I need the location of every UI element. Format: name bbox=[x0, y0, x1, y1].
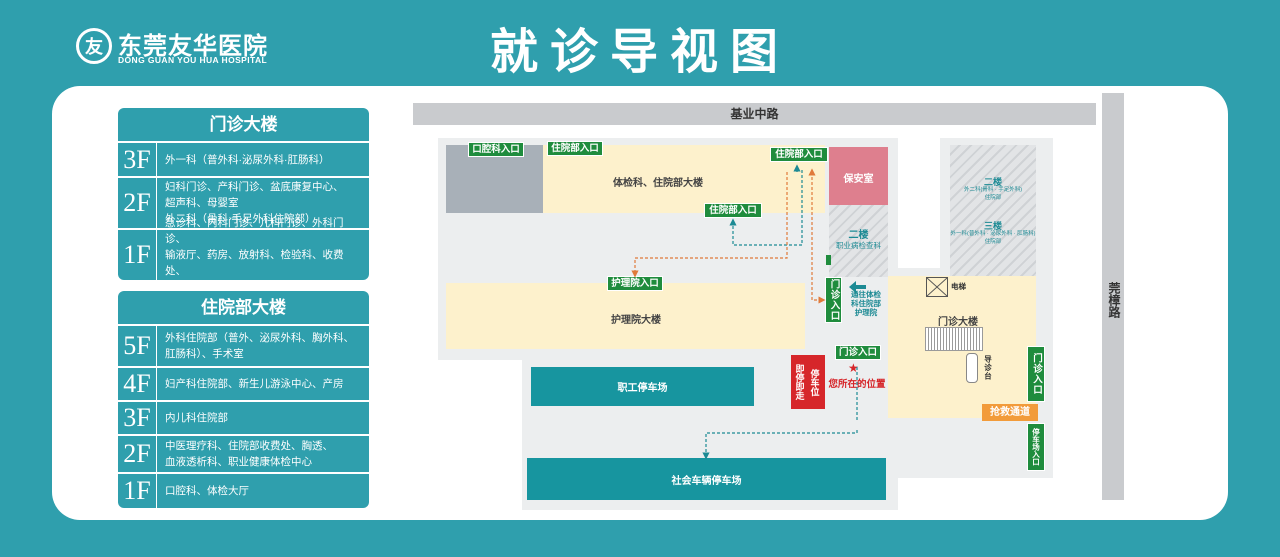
floor-number: 3F bbox=[118, 143, 157, 176]
nursing-home-building-label: 护理院大楼 bbox=[611, 315, 661, 326]
floor-desc-line: 外科住院部（普外、泌尿外科、胸外科、 bbox=[165, 332, 354, 344]
route-to-nursing bbox=[631, 172, 788, 278]
floor-number: 2F bbox=[118, 436, 157, 472]
elevator-label: 电梯 bbox=[951, 282, 966, 291]
floor-number: 2F bbox=[118, 178, 157, 228]
east-floor3-sub: 外一科(普外科 · 泌尿外科 · 肛肠科) bbox=[950, 231, 1036, 237]
inpatient-entrance-label: 住院部入口 bbox=[704, 203, 762, 218]
floor-desc-line: 妇科门诊、产科门诊、盆底康复中心、 bbox=[165, 181, 344, 193]
outpatient-building-label: 门诊大楼 bbox=[938, 317, 978, 328]
floor-number: 1F bbox=[118, 230, 157, 280]
security-room-label: 保安室 bbox=[843, 174, 874, 185]
floor-desc-line: 输液厅、药房、放射科、检验科、收费处、 bbox=[165, 249, 344, 277]
occupational-check-area bbox=[829, 205, 888, 277]
east-floor2-sub: 住院部 bbox=[984, 195, 1002, 201]
inpatient-entrance-label: 住院部入口 bbox=[770, 147, 828, 162]
quick-stop-parking bbox=[791, 355, 825, 409]
outpatient-east-entrance: 门诊入口 bbox=[1027, 346, 1045, 402]
floor-number: 4F bbox=[118, 368, 157, 400]
quick-stop-label: 即停即走 bbox=[794, 364, 805, 400]
occupational-floor-title: 二楼 bbox=[848, 230, 869, 241]
route-side bbox=[811, 272, 826, 304]
floor-desc-line: 外一科（普外科·泌尿外科·肛肠科） bbox=[165, 153, 330, 166]
hospital-name-en: DONG GUAN YOU HUA HOSPITAL bbox=[118, 55, 268, 65]
route-to-inpatient-blue bbox=[702, 430, 858, 460]
floor-number: 5F bbox=[118, 326, 157, 366]
route-to-building-blue bbox=[729, 170, 803, 246]
floor-desc-line: 中医理疗科、住院部收费处、胸透、 bbox=[165, 440, 333, 452]
outpatient-main-entrance: 门诊入口 bbox=[835, 345, 881, 360]
to-inpatient-note: 通往体检科住院部护理院 bbox=[851, 290, 881, 317]
inpatient-entrance-label: 住院部入口 bbox=[547, 141, 603, 156]
road-top-label: 基业中路 bbox=[730, 107, 779, 121]
guide-desk-label: 导诊台 bbox=[983, 355, 993, 381]
parking-entrance: 停车场入口 bbox=[1027, 423, 1045, 471]
page-title: 就诊导视图 bbox=[489, 26, 790, 79]
road-top bbox=[413, 103, 1096, 125]
floor-desc-line: 肛肠科）、手术室 bbox=[165, 348, 244, 360]
elevator-icon bbox=[926, 277, 948, 297]
directory-row: 4F 妇产科住院部、新生儿游泳中心、产房 bbox=[118, 368, 369, 400]
inpatient-directory-title: 住院部大楼 bbox=[118, 291, 369, 324]
hospital-name-cn: 东莞友华医院 bbox=[118, 33, 268, 60]
stairs-icon bbox=[925, 327, 983, 351]
arrow-left-icon bbox=[849, 281, 866, 293]
nursing-home-building bbox=[446, 283, 805, 349]
directory-row: 3F 内儿科住院部 bbox=[118, 402, 369, 434]
checkup-inpatient-building-label: 体检科、住院部大楼 bbox=[613, 178, 703, 189]
floor-desc-line: 急诊科、内科门诊、儿科门诊、外科门诊、 bbox=[165, 217, 344, 245]
directory-row: 2F 妇科门诊、产科门诊、盆底康复中心、 超声科、母婴室 外二科（骨科·手足外科… bbox=[118, 178, 369, 228]
east-floor2-title: 二楼 bbox=[983, 177, 1002, 187]
quick-stop-sub: 停车位 bbox=[809, 368, 820, 396]
directory-row: 2F 中医理疗科、住院部收费处、胸透、 血液透析科、职业健康体检中心 bbox=[118, 436, 369, 472]
you-are-here-icon: ★ bbox=[848, 361, 859, 375]
directory-row: 3F 外一科（普外科·泌尿外科·肛肠科） bbox=[118, 143, 369, 176]
road-right-label: 莞樟路 bbox=[1107, 282, 1121, 318]
east-floor2-sub: 外二科(骨科 · 手足外科) bbox=[963, 187, 1023, 193]
floor-desc-line: 超声科、母婴室 bbox=[165, 197, 239, 209]
public-parking: 社会车辆停车场 bbox=[527, 458, 886, 500]
emergency-passage: 抢救通道 bbox=[982, 404, 1038, 421]
occupational-floor-sub: 职业病检查科 bbox=[836, 241, 881, 250]
directory-row: 1F 急诊科、内科门诊、儿科门诊、外科门诊、 输液厅、药房、放射科、检验科、收费… bbox=[118, 217, 369, 293]
east-wing bbox=[950, 145, 1036, 276]
floor-number: 1F bbox=[118, 474, 157, 508]
east-floor3-title: 三楼 bbox=[983, 221, 1002, 231]
directory-row: 1F 口腔科、体检大厅 bbox=[118, 474, 369, 508]
directory-row: 5F 外科住院部（普外、泌尿外科、胸外科、 肛肠科）、手术室 bbox=[118, 326, 369, 366]
guide-desk-icon bbox=[966, 353, 978, 383]
floor-desc-line: 客服中心 bbox=[165, 281, 207, 293]
outpatient-directory-title: 门诊大楼 bbox=[118, 108, 369, 141]
hospital-logo-icon: 友 bbox=[76, 28, 112, 64]
floor-desc-line: 妇产科住院部、新生儿游泳中心、产房 bbox=[165, 378, 344, 390]
entrance-marker bbox=[826, 255, 831, 265]
staff-parking: 职工停车场 bbox=[531, 367, 754, 406]
floor-number: 3F bbox=[118, 402, 157, 434]
security-room bbox=[829, 147, 888, 205]
dental-entrance-label: 口腔科入口 bbox=[468, 142, 524, 157]
floor-desc-line: 内儿科住院部 bbox=[165, 412, 228, 424]
floor-desc-line: 口腔科、体检大厅 bbox=[165, 485, 249, 497]
east-floor3-sub: 住院部 bbox=[984, 239, 1002, 245]
road-right bbox=[1102, 93, 1124, 500]
floor-desc-line: 血液透析科、职业健康体检中心 bbox=[165, 456, 312, 468]
floor-desc-line: 外二科（骨科·手足外科住院部） bbox=[165, 213, 316, 225]
